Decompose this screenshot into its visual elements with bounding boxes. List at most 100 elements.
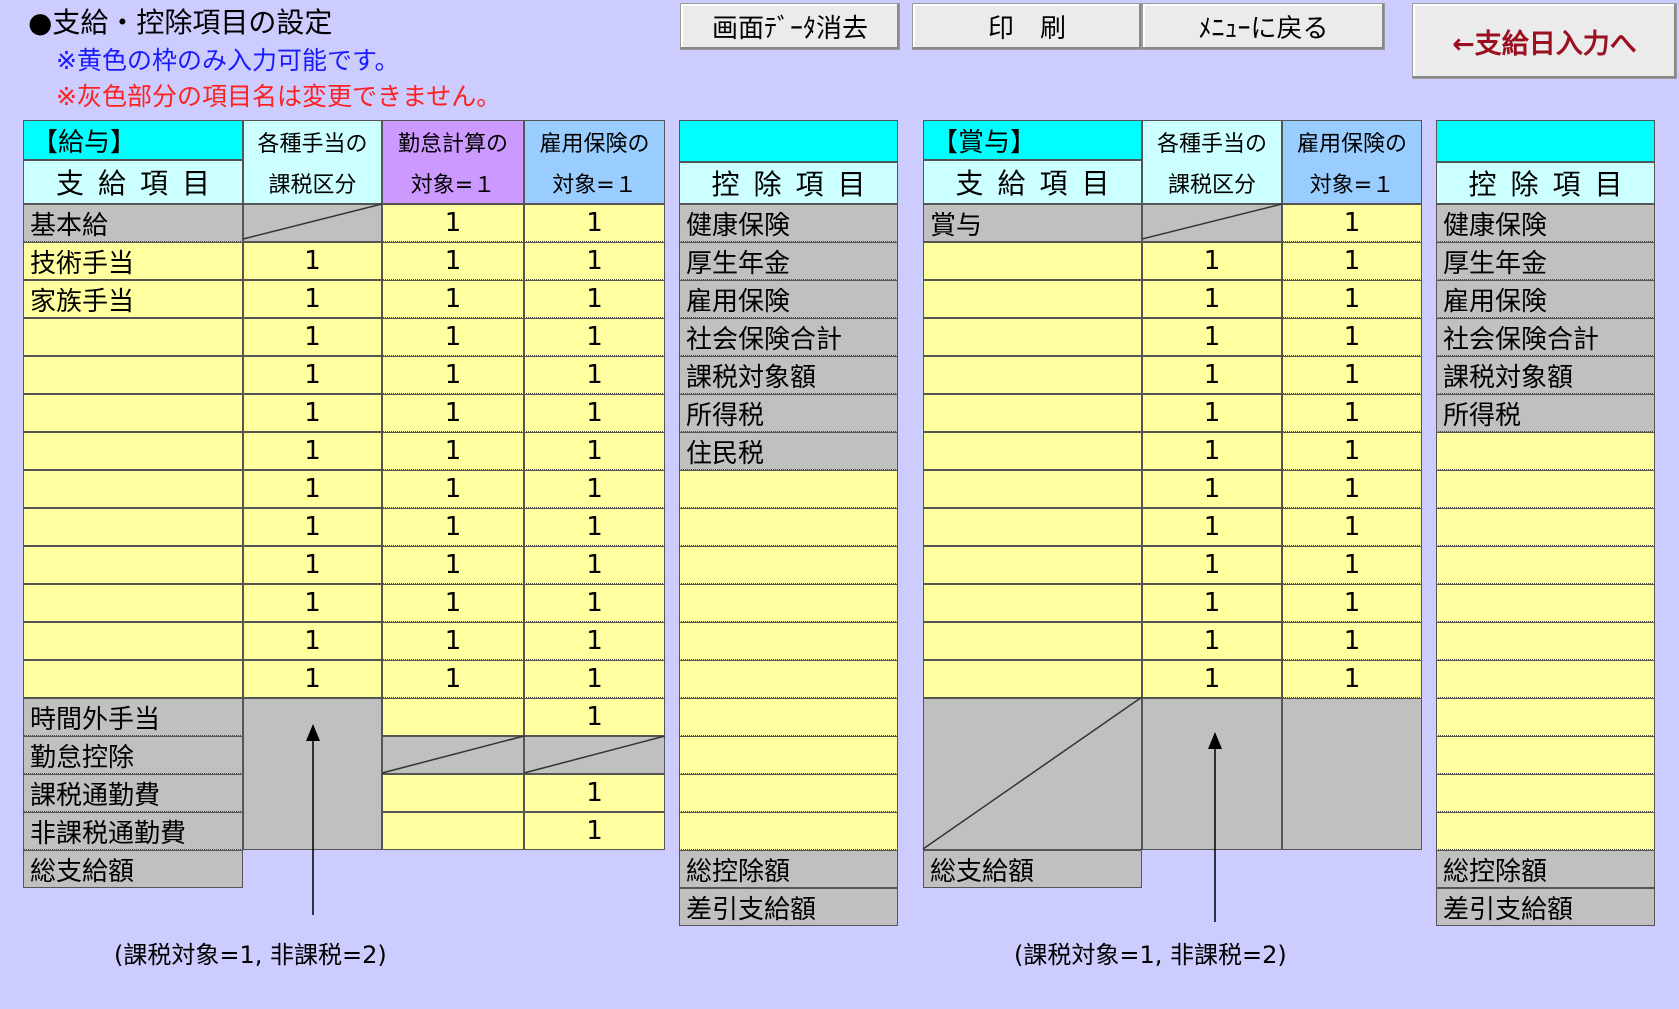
bonus-employment-flag[interactable]: 1 [1282, 242, 1422, 280]
salary-attendance-flag[interactable]: 1 [382, 508, 524, 546]
clear-data-button[interactable]: 画面ﾃﾞｰﾀ消去 [680, 3, 900, 50]
salary-attendance-flag[interactable]: 1 [382, 318, 524, 356]
bonus-item-name[interactable] [923, 394, 1142, 432]
bonus-item-name[interactable] [923, 242, 1142, 280]
salary-deduction-input[interactable] [679, 546, 898, 584]
salary-employment-flag[interactable]: 1 [524, 394, 665, 432]
salary-item-name[interactable] [23, 622, 243, 660]
print-button[interactable]: 印 刷 [912, 3, 1142, 50]
back-to-menu-button[interactable]: ﾒﾆｭｰに戻る [1142, 3, 1385, 50]
salary-attendance-flag[interactable]: 1 [382, 622, 524, 660]
salary-attendance-flag[interactable]: 1 [382, 584, 524, 622]
bonus-employment-flag[interactable]: 1 [1282, 280, 1422, 318]
salary-tax-class[interactable]: 1 [243, 622, 382, 660]
salary-employment-flag[interactable]: 1 [524, 280, 665, 318]
salary-fixed-employment-flag[interactable]: 1 [524, 774, 665, 812]
salary-employment-flag[interactable]: 1 [524, 660, 665, 698]
bonus-deduction-input[interactable] [1436, 736, 1655, 774]
salary-tax-class[interactable]: 1 [243, 394, 382, 432]
salary-attendance-flag[interactable]: 1 [382, 660, 524, 698]
salary-tax-class[interactable]: 1 [243, 280, 382, 318]
salary-tax-class[interactable]: 1 [243, 546, 382, 584]
bonus-tax-class[interactable]: 1 [1142, 470, 1282, 508]
salary-deduction-input[interactable] [679, 774, 898, 812]
salary-tax-class[interactable]: 1 [243, 584, 382, 622]
salary-tax-class[interactable]: 1 [243, 508, 382, 546]
bonus-deduction-input[interactable] [1436, 546, 1655, 584]
salary-employment-flag[interactable]: 1 [524, 470, 665, 508]
bonus-tax-class[interactable]: 1 [1142, 546, 1282, 584]
salary-deduction-input[interactable] [679, 508, 898, 546]
salary-employment-flag[interactable]: 1 [524, 546, 665, 584]
salary-item-name[interactable] [23, 508, 243, 546]
salary-employment-flag[interactable]: 1 [524, 356, 665, 394]
to-payday-input-button[interactable]: ←支給日入力へ [1412, 3, 1677, 79]
bonus-deduction-input[interactable] [1436, 812, 1655, 850]
bonus-item-name[interactable] [923, 546, 1142, 584]
salary-employment-flag[interactable]: 1 [524, 432, 665, 470]
salary-item-name[interactable] [23, 356, 243, 394]
salary-item-name[interactable] [23, 394, 243, 432]
salary-deduction-input[interactable] [679, 660, 898, 698]
salary-attendance-flag[interactable]: 1 [382, 280, 524, 318]
salary-employment-flag[interactable]: 1 [524, 318, 665, 356]
salary-fixed-attendance-flag[interactable] [382, 698, 524, 736]
bonus-item-name[interactable] [923, 318, 1142, 356]
bonus-employment-flag[interactable]: 1 [1282, 622, 1422, 660]
salary-tax-class[interactable]: 1 [243, 432, 382, 470]
salary-fixed-attendance-flag[interactable] [382, 812, 524, 850]
salary-tax-class[interactable]: 1 [243, 660, 382, 698]
salary-deduction-input[interactable] [679, 736, 898, 774]
salary-deduction-input[interactable] [679, 812, 898, 850]
bonus-deduction-input[interactable] [1436, 774, 1655, 812]
bonus-item-name[interactable] [923, 432, 1142, 470]
salary-attendance-flag[interactable]: 1 [382, 394, 524, 432]
bonus-item-name[interactable] [923, 508, 1142, 546]
bonus-deduction-input[interactable] [1436, 432, 1655, 470]
salary-attendance-flag[interactable]: 1 [382, 356, 524, 394]
bonus-item-name[interactable] [923, 356, 1142, 394]
bonus-deduction-input[interactable] [1436, 584, 1655, 622]
bonus-employment-flag[interactable]: 1 [1282, 584, 1422, 622]
bonus-item-name[interactable] [923, 470, 1142, 508]
bonus-employment-flag[interactable]: 1 [1282, 432, 1422, 470]
salary-employment-flag[interactable]: 1 [524, 242, 665, 280]
bonus-tax-class[interactable]: 1 [1142, 508, 1282, 546]
salary-item-name[interactable] [23, 432, 243, 470]
bonus-tax-class[interactable]: 1 [1142, 584, 1282, 622]
salary-employment-flag[interactable]: 1 [524, 508, 665, 546]
salary-attendance-flag[interactable]: 1 [382, 242, 524, 280]
bonus-employment-flag[interactable]: 1 [1282, 356, 1422, 394]
bonus-tax-class[interactable]: 1 [1142, 432, 1282, 470]
bonus-tax-class[interactable]: 1 [1142, 622, 1282, 660]
salary-fixed-employment-flag[interactable]: 1 [524, 698, 665, 736]
bonus-employment-flag[interactable]: 1 [1282, 204, 1422, 242]
bonus-tax-class[interactable]: 1 [1142, 318, 1282, 356]
salary-item-name[interactable] [23, 584, 243, 622]
salary-item-name[interactable]: 家族手当 [23, 280, 243, 318]
salary-fixed-employment-flag[interactable]: 1 [524, 812, 665, 850]
salary-attendance-flag[interactable]: 1 [382, 546, 524, 584]
salary-item-name[interactable] [23, 318, 243, 356]
bonus-deduction-input[interactable] [1436, 660, 1655, 698]
salary-attendance-flag[interactable]: 1 [382, 432, 524, 470]
salary-deduction-input[interactable] [679, 698, 898, 736]
bonus-tax-class[interactable]: 1 [1142, 242, 1282, 280]
bonus-tax-class[interactable]: 1 [1142, 356, 1282, 394]
salary-item-name[interactable]: 技術手当 [23, 242, 243, 280]
bonus-employment-flag[interactable]: 1 [1282, 470, 1422, 508]
salary-tax-class[interactable]: 1 [243, 356, 382, 394]
bonus-deduction-input[interactable] [1436, 508, 1655, 546]
bonus-deduction-input[interactable] [1436, 622, 1655, 660]
salary-tax-class[interactable]: 1 [243, 470, 382, 508]
bonus-employment-flag[interactable]: 1 [1282, 508, 1422, 546]
bonus-employment-flag[interactable]: 1 [1282, 546, 1422, 584]
bonus-deduction-input[interactable] [1436, 698, 1655, 736]
salary-deduction-input[interactable] [679, 470, 898, 508]
bonus-employment-flag[interactable]: 1 [1282, 318, 1422, 356]
salary-fixed-attendance-flag[interactable] [382, 774, 524, 812]
salary-attendance-flag[interactable]: 1 [382, 204, 524, 242]
bonus-item-name[interactable] [923, 584, 1142, 622]
salary-item-name[interactable] [23, 470, 243, 508]
bonus-deduction-input[interactable] [1436, 470, 1655, 508]
